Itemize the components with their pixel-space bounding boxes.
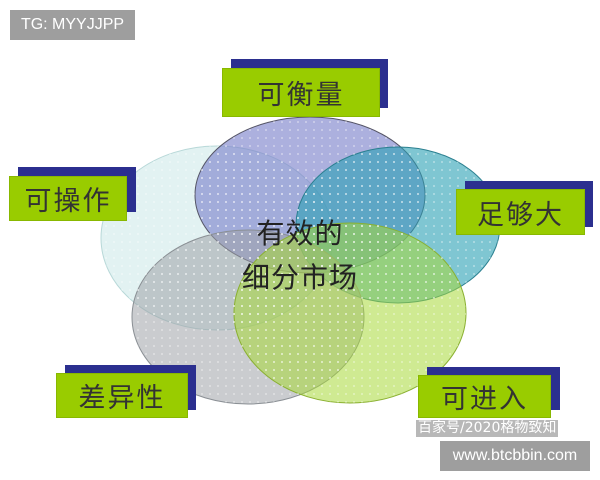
dot-texture: [234, 223, 466, 403]
source-watermark: 百家号/2020格物致知: [416, 420, 559, 437]
bottom-right-watermark: www.btcbbin.com: [440, 441, 590, 471]
center-title-line2: 细分市场: [241, 261, 358, 294]
center-title-line1: 有效的: [256, 217, 344, 250]
label-text: 差异性: [56, 373, 188, 418]
label-text: 可衡量: [222, 68, 380, 117]
label-text: 足够大: [456, 189, 585, 235]
top-left-watermark: TG: MYYJJPP: [10, 10, 135, 40]
label-text: 可进入: [418, 375, 551, 418]
label-text: 可操作: [9, 176, 127, 221]
